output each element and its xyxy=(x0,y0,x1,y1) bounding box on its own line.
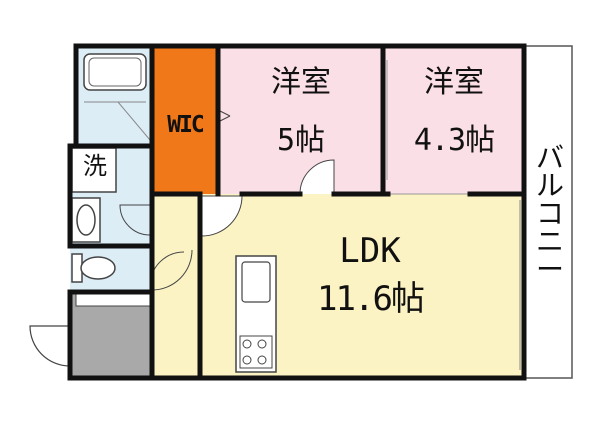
western-room-2-area xyxy=(383,46,524,194)
western-room-1-area xyxy=(218,46,383,194)
western-room-2-size: 4.3帖 xyxy=(413,123,495,158)
toilet-bowl xyxy=(80,256,116,280)
ldk-door-arc xyxy=(201,195,243,237)
western-room-2-name: 洋室 xyxy=(424,65,484,100)
bathtub-inner xyxy=(88,57,142,87)
ldk-name: LDK xyxy=(339,231,401,271)
wic-area xyxy=(152,46,218,194)
washroom-label: 洗 xyxy=(83,152,107,180)
room1-door-arc xyxy=(299,159,335,195)
hallway-area xyxy=(152,194,200,378)
western-room-1-size: 5帖 xyxy=(276,123,326,158)
wic-label: WIC xyxy=(167,112,205,138)
bathtub xyxy=(83,53,147,91)
entrance-door-arc xyxy=(29,325,71,367)
balcony-label: バルコニー xyxy=(535,141,564,286)
western-room-1-name: 洋室 xyxy=(271,65,331,100)
balcony-area xyxy=(523,45,573,379)
washroom-door-arc xyxy=(119,204,151,236)
hallway-door-arc xyxy=(151,249,193,291)
ldk-size: 11.6帖 xyxy=(317,279,425,319)
kitchen-sink xyxy=(241,261,271,303)
wash-basin xyxy=(76,204,96,236)
kitchen-stove xyxy=(239,335,273,369)
